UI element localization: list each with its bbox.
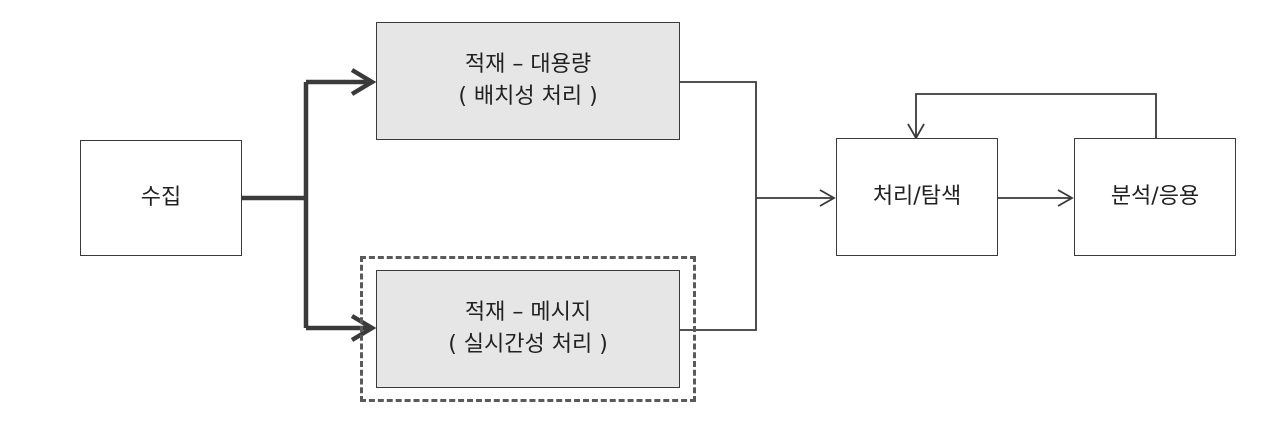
- node-storage-bulk: 적재 – 대용량 ( 배치성 처리 ): [376, 22, 680, 140]
- node-process: 처리/탐색: [836, 138, 998, 256]
- arrowhead-to-bulk: [350, 68, 377, 96]
- node-storage-message-subtitle: ( 실시간성 처리 ): [448, 332, 608, 357]
- arrowhead-to-analyze: [1057, 189, 1074, 207]
- node-storage-bulk-title: 적재 – 대용량: [464, 52, 592, 77]
- connector-feedback-loop: [915, 93, 1157, 138]
- arrowhead-to-process: [819, 189, 836, 207]
- connector-message-merge: [678, 198, 757, 331]
- connector-bulk-merge: [678, 81, 757, 198]
- node-collect: 수집: [80, 140, 242, 256]
- node-analyze-label: 분석/응용: [1110, 184, 1200, 209]
- node-storage-bulk-subtitle: ( 배치성 처리 ): [458, 84, 598, 109]
- arrowhead-to-message: [350, 314, 377, 342]
- node-collect-label: 수집: [140, 185, 182, 210]
- message-highlight-frame: [360, 256, 696, 402]
- node-process-label: 처리/탐색: [872, 184, 962, 209]
- node-storage-message: 적재 – 메시지 ( 실시간성 처리 ): [376, 270, 680, 388]
- node-analyze: 분석/응용: [1074, 138, 1236, 256]
- node-storage-message-title: 적재 – 메시지: [464, 300, 592, 325]
